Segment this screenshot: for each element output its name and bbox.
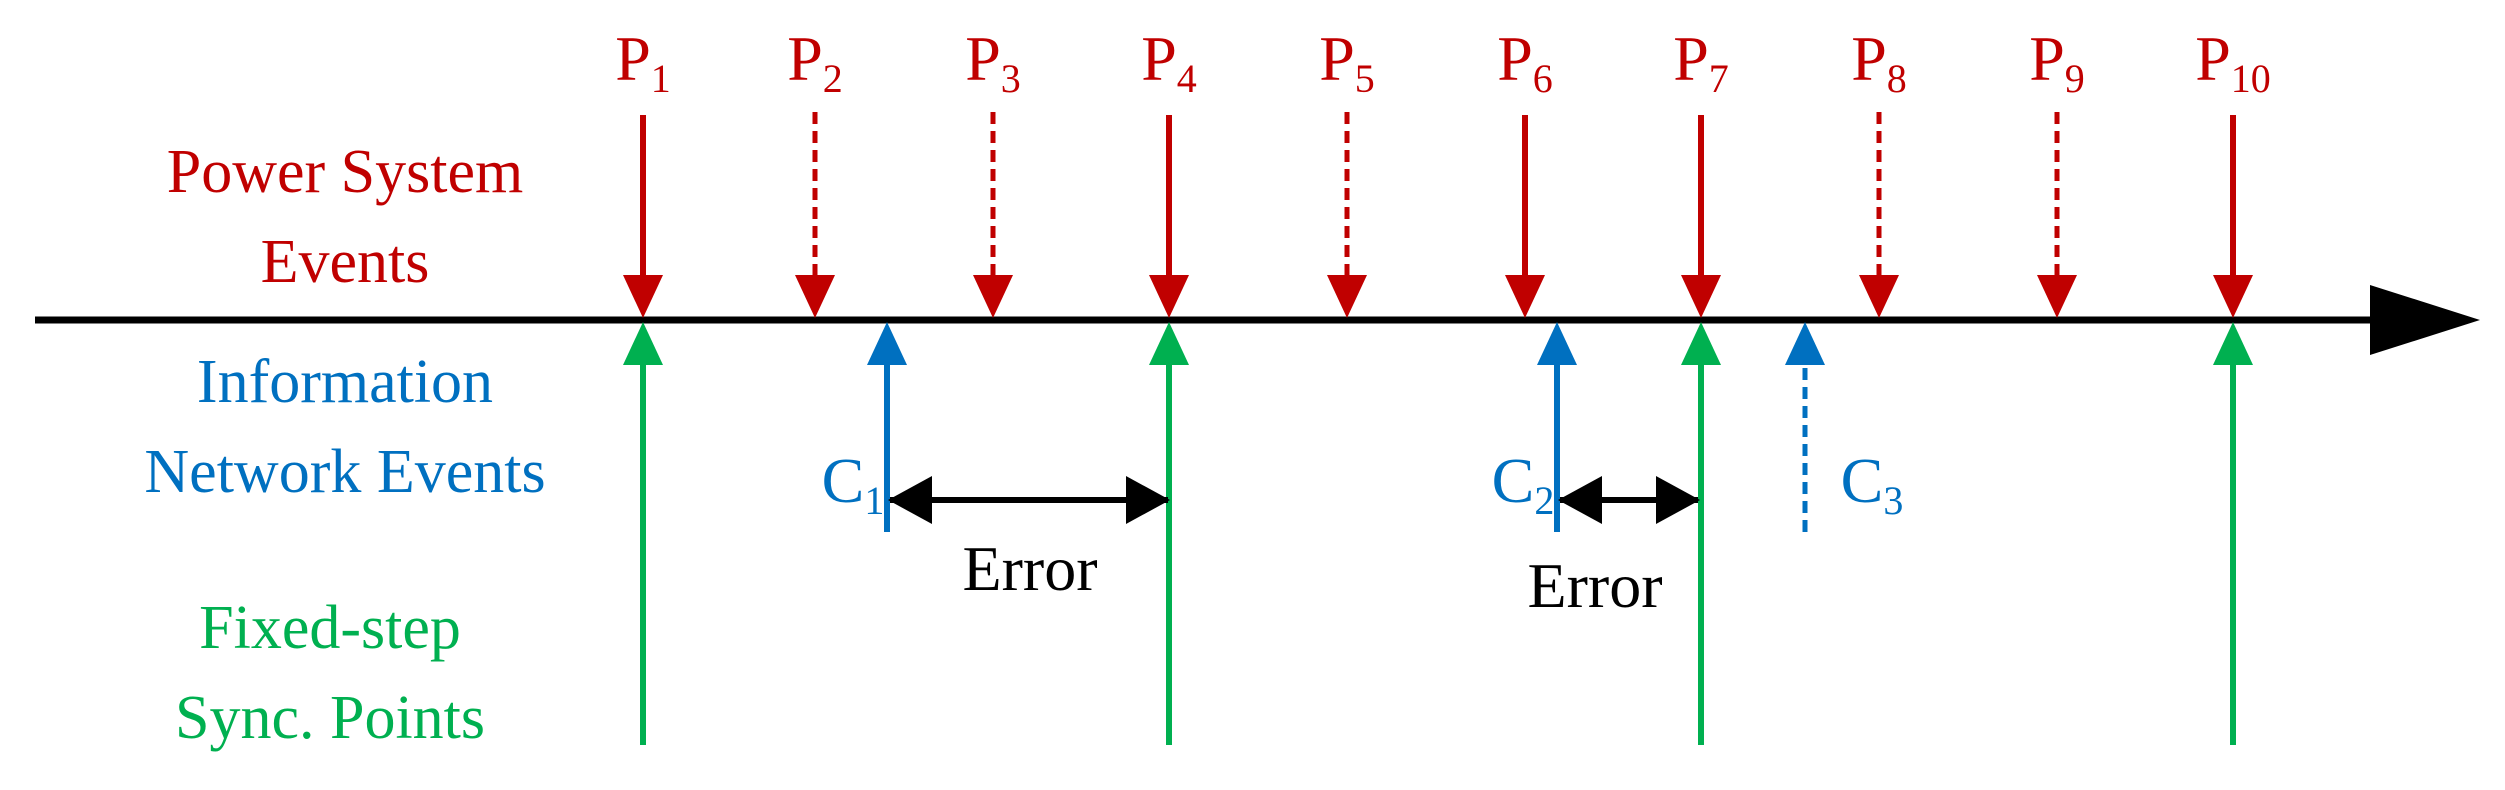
up-arrow-icon xyxy=(2213,322,2253,365)
power-event-1: P1 xyxy=(615,23,671,318)
down-arrow-icon xyxy=(973,275,1013,318)
down-arrow-icon xyxy=(1859,275,1899,318)
side-labels: Power System Events Information Network … xyxy=(144,138,545,752)
power-event-8: P8 xyxy=(1851,23,1907,318)
double-arrow-right-icon xyxy=(1656,476,1700,524)
double-arrow-left-icon xyxy=(1558,476,1602,524)
sync-label-line2: Sync. Points xyxy=(175,684,485,752)
error-label-1: Error xyxy=(962,533,1097,604)
sync-label-line1: Fixed-step xyxy=(199,594,461,662)
network-events: C1 C2 C3 xyxy=(822,322,1903,532)
power-event-label-1: P1 xyxy=(615,23,671,101)
error-label-2: Error xyxy=(1527,550,1662,621)
down-arrow-icon xyxy=(1327,275,1367,318)
network-event-3: C3 xyxy=(1785,322,1903,532)
power-label-line2: Events xyxy=(261,228,430,296)
network-event-label-1: C1 xyxy=(822,445,885,523)
down-arrow-icon xyxy=(623,275,663,318)
power-event-5: P5 xyxy=(1319,23,1375,318)
power-event-3: P3 xyxy=(965,23,1021,318)
axis-arrowhead-icon xyxy=(2370,285,2480,355)
power-event-9: P9 xyxy=(2029,23,2085,318)
double-arrow-right-icon xyxy=(1126,476,1170,524)
down-arrow-icon xyxy=(1681,275,1721,318)
sync-points xyxy=(623,322,2253,745)
down-arrow-icon xyxy=(795,275,835,318)
error-span-2: Error xyxy=(1527,476,1700,621)
power-event-4: P4 xyxy=(1141,23,1197,318)
network-label-line1: Information xyxy=(197,348,493,416)
sync-point-4 xyxy=(2213,322,2253,745)
error-span-1: Error xyxy=(888,476,1170,604)
power-event-label-7: P7 xyxy=(1673,23,1729,101)
up-arrow-icon xyxy=(1785,322,1825,365)
power-label-line1: Power System xyxy=(167,138,524,206)
down-arrow-icon xyxy=(2213,275,2253,318)
double-arrow-left-icon xyxy=(888,476,932,524)
network-event-label-2: C2 xyxy=(1492,445,1555,523)
network-label-line2: Network Events xyxy=(144,438,545,506)
power-event-label-4: P4 xyxy=(1141,23,1197,101)
down-arrow-icon xyxy=(1149,275,1189,318)
sync-point-2 xyxy=(1149,322,1189,745)
power-event-10: P10 xyxy=(2195,23,2271,318)
power-event-2: P2 xyxy=(787,23,843,318)
up-arrow-icon xyxy=(1681,322,1721,365)
up-arrow-icon xyxy=(867,322,907,365)
power-event-label-3: P3 xyxy=(965,23,1021,101)
up-arrow-icon xyxy=(1149,322,1189,365)
up-arrow-icon xyxy=(623,322,663,365)
network-event-1: C1 xyxy=(822,322,907,532)
power-event-label-5: P5 xyxy=(1319,23,1375,101)
power-event-label-6: P6 xyxy=(1497,23,1553,101)
power-event-label-8: P8 xyxy=(1851,23,1907,101)
power-events: P1 P2 P3 P4 P5 P6 P7 P8 P9 P10 xyxy=(615,23,2271,318)
power-event-label-10: P10 xyxy=(2195,23,2271,101)
time-axis xyxy=(35,285,2480,355)
down-arrow-icon xyxy=(2037,275,2077,318)
network-event-label-3: C3 xyxy=(1841,445,1904,523)
up-arrow-icon xyxy=(1537,322,1577,365)
sync-point-1 xyxy=(623,322,663,745)
power-event-label-2: P2 xyxy=(787,23,843,101)
power-event-6: P6 xyxy=(1497,23,1553,318)
power-event-label-9: P9 xyxy=(2029,23,2085,101)
power-event-7: P7 xyxy=(1673,23,1729,318)
network-event-2: C2 xyxy=(1492,322,1577,532)
sync-point-3 xyxy=(1681,322,1721,745)
down-arrow-icon xyxy=(1505,275,1545,318)
